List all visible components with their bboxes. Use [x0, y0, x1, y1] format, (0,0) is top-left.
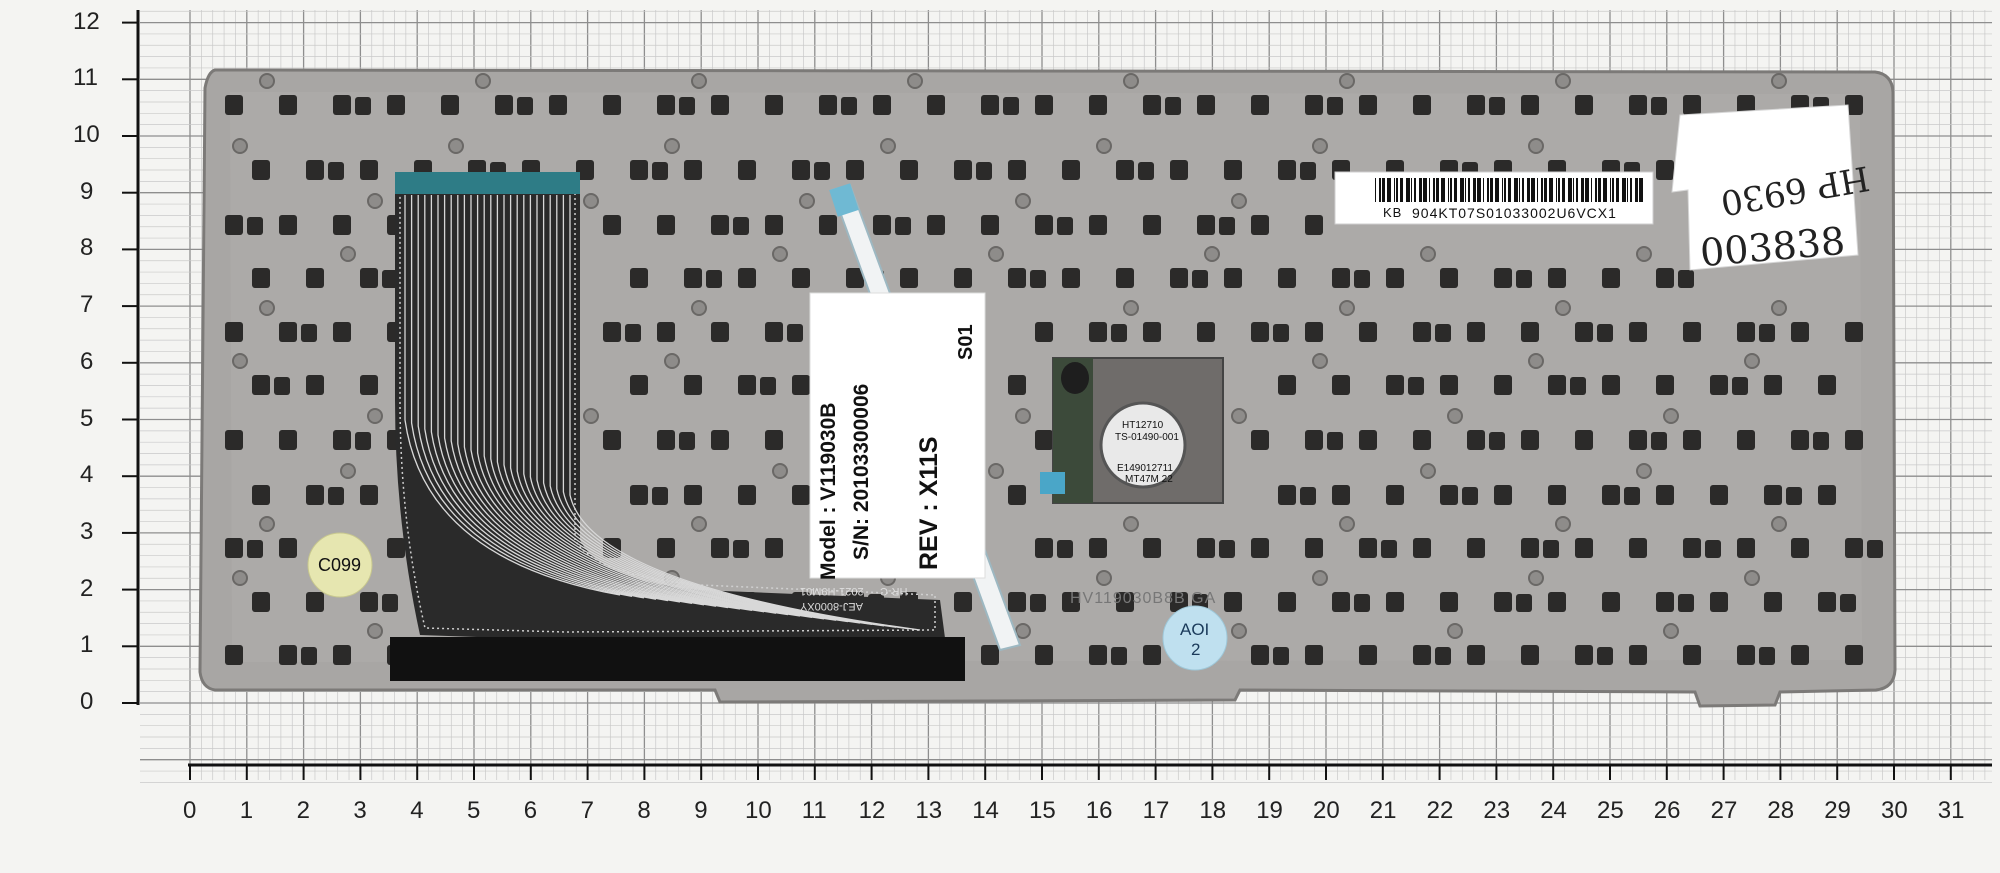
y-tick-label: 12	[73, 7, 100, 35]
key-holes	[225, 73, 1883, 665]
x-tick-label: 13	[915, 797, 943, 824]
ribbon-stiffener	[390, 637, 965, 681]
ribbon-connector-teal	[395, 172, 580, 194]
rev-suffix-text: S01	[955, 324, 977, 360]
c-circle-sticker	[307, 532, 373, 598]
x-tick-label: 20	[1313, 797, 1340, 824]
x-tick-label: 0	[183, 797, 197, 824]
x-tick-label: 8	[637, 797, 651, 824]
x-tick-label: 21	[1369, 797, 1397, 824]
handwritten-note	[1671, 104, 1859, 271]
x-tick-label: 6	[523, 797, 538, 824]
barcode-text: 904KT07S01033002U6VCX1	[1412, 205, 1617, 221]
y-tick-label: 0	[80, 688, 94, 715]
x-tick-label: 29	[1824, 797, 1851, 824]
speaker-text-3: E149012711	[1117, 463, 1173, 474]
y-tick-label: 10	[73, 121, 100, 148]
x-tick-label: 27	[1710, 797, 1738, 824]
aoi-circle-sticker	[1162, 605, 1228, 671]
x-tick-label: 3	[353, 797, 367, 824]
ribbon-code-3: HR-C	[880, 585, 908, 597]
bottom-marking: HV119030B8B GA	[1070, 590, 1217, 607]
x-tick-label: 17	[1142, 797, 1170, 824]
barcode-prefix: KB	[1383, 205, 1403, 220]
y-tick-label: 9	[80, 177, 94, 205]
x-tick-label: 4	[410, 797, 424, 824]
y-tick-label: 8	[80, 234, 94, 262]
x-tick-label: 2	[296, 797, 310, 824]
x-tick-label: 18	[1199, 797, 1227, 824]
x-tick-label: 14	[972, 797, 999, 824]
x-tick-label: 9	[694, 797, 708, 824]
x-tick-label: 28	[1767, 797, 1795, 824]
ribbon-code-1: AEJ-8000XY	[800, 600, 863, 612]
speaker-board	[1040, 357, 1224, 504]
y-tick-label: 6	[80, 347, 94, 375]
y-tick-label: 4	[80, 461, 94, 489]
x-tick-label: 30	[1881, 797, 1908, 824]
x-tick-label: 11	[801, 797, 827, 824]
y-tick-label: 1	[80, 631, 94, 659]
x-tick-label: 5	[467, 797, 481, 824]
rev-text: REV : X11S	[915, 436, 943, 570]
model-label-sticker	[809, 292, 986, 579]
x-tick-label: 1	[239, 797, 254, 824]
y-tick-label: 3	[80, 517, 94, 545]
y-tick-label: 2	[80, 574, 94, 602]
y-tick-label: 5	[80, 404, 94, 432]
aoi-circle-num: 2	[1191, 640, 1201, 659]
y-tick-label: 7	[80, 291, 94, 319]
barcode-label	[1334, 171, 1654, 225]
x-tick-label: 15	[1029, 797, 1056, 824]
serial-text: S/N: 20103300006	[850, 383, 873, 560]
aoi-circle-text: AOI	[1180, 620, 1210, 639]
x-tick-label: 22	[1426, 797, 1454, 824]
y-tick-label: 11	[73, 64, 98, 92]
ribbon-cable	[390, 172, 965, 681]
flex-cable-tab	[829, 183, 859, 217]
c-circle-text: C099	[318, 555, 362, 575]
speaker-text-2: TS-01490-001	[1115, 432, 1179, 443]
x-tick-label: 26	[1653, 797, 1681, 824]
x-tick-label: 12	[858, 797, 886, 824]
x-tick-label: 7	[580, 797, 594, 824]
speaker-text-4: MT47M 22	[1125, 474, 1173, 485]
ribbon-code-2: 2021-H9M01	[800, 585, 864, 597]
x-tick-label: 25	[1597, 797, 1624, 824]
x-tick-label: 23	[1483, 797, 1511, 824]
x-tick-label: 10	[745, 797, 772, 824]
x-tick-label: 31	[1937, 797, 1965, 824]
x-tick-label: 16	[1085, 797, 1113, 824]
x-tick-label: 24	[1540, 797, 1567, 824]
speaker-text-1: HT12710	[1122, 420, 1164, 431]
model-text: Model : V119030B	[817, 402, 840, 580]
x-tick-label: 19	[1256, 797, 1283, 824]
